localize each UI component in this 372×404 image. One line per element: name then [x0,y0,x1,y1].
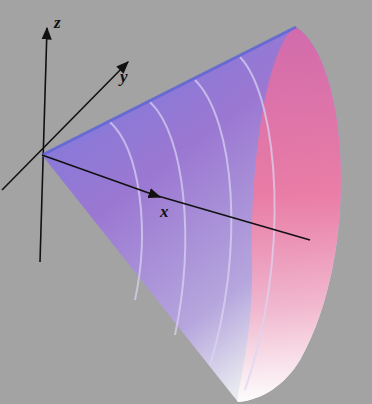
x-axis [42,155,160,197]
axis-label: x [160,203,169,220]
cone-base [238,27,341,402]
cone-edge [42,27,296,155]
axis-label: y [120,68,128,85]
axis-label: z [54,14,61,31]
cone-surface [42,27,341,402]
x-axis [158,196,310,240]
